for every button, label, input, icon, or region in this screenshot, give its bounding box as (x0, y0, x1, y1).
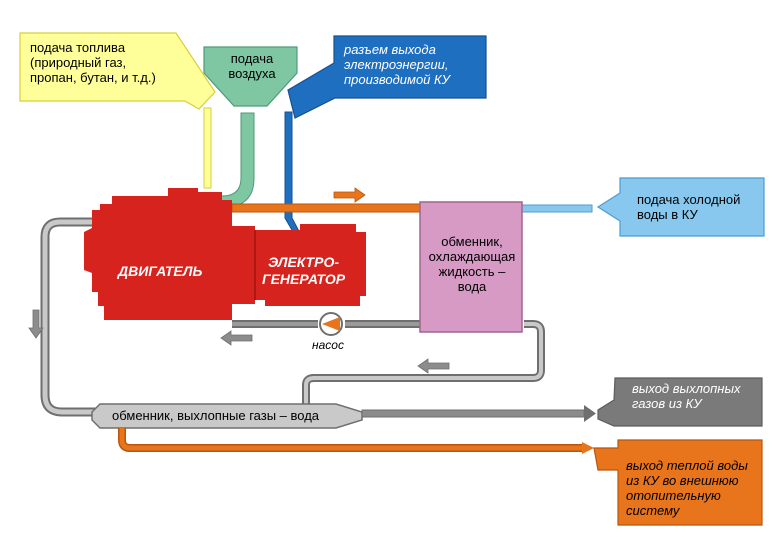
exhaust-exchanger-label: обменник, выхлопные газы – вода (112, 408, 320, 423)
flow-arrow-return (417, 358, 450, 374)
flow-arrow-hot (333, 187, 366, 203)
pump-label: насос (312, 338, 344, 352)
flow-arrow-down-left (28, 309, 44, 339)
power-output-label: разъем выхода электроэнергии, производим… (344, 42, 450, 87)
power-output-callout (287, 35, 487, 119)
fuel-supply-callout (19, 32, 216, 110)
cold-water-label: подача холодной воды в КУ (637, 192, 741, 222)
exhaust-out-label: выход выхлопных газов из КУ (632, 381, 741, 411)
pump-arrow (322, 317, 340, 331)
coolant-exchanger-label: обменник, охлаждающая жидкость – вода (428, 234, 516, 294)
warm-water-callout (593, 439, 763, 526)
hot-coolant-pipe (231, 203, 421, 213)
engine-block (84, 188, 255, 320)
engine-label: ДВИГАТЕЛЬ (118, 263, 203, 279)
exhaust-outlet-pipe (361, 409, 585, 418)
generator-block (255, 224, 366, 306)
power-cable (284, 111, 303, 238)
fuel-supply-label: подача топлива (природный газ, пропан, б… (30, 40, 156, 85)
flow-arrow-to-engine (220, 330, 253, 346)
warm-water-label: выход теплой воды из КУ во внешнюю отопи… (626, 458, 748, 518)
fuel-pipe (203, 107, 212, 189)
cold-water-pipe (521, 204, 593, 213)
exhaust-exchanger-box (91, 403, 363, 429)
coolant-exchanger-box (419, 201, 523, 333)
air-supply-hopper (203, 46, 298, 107)
air-supply-label: подача воздуха (228, 51, 276, 81)
exhaust-out-callout (597, 377, 763, 427)
cold-water-callout (596, 177, 765, 237)
generator-label: ЭЛЕКТРО- ГЕНЕРАТОР (262, 254, 346, 287)
warm-water-pipe (118, 428, 584, 452)
